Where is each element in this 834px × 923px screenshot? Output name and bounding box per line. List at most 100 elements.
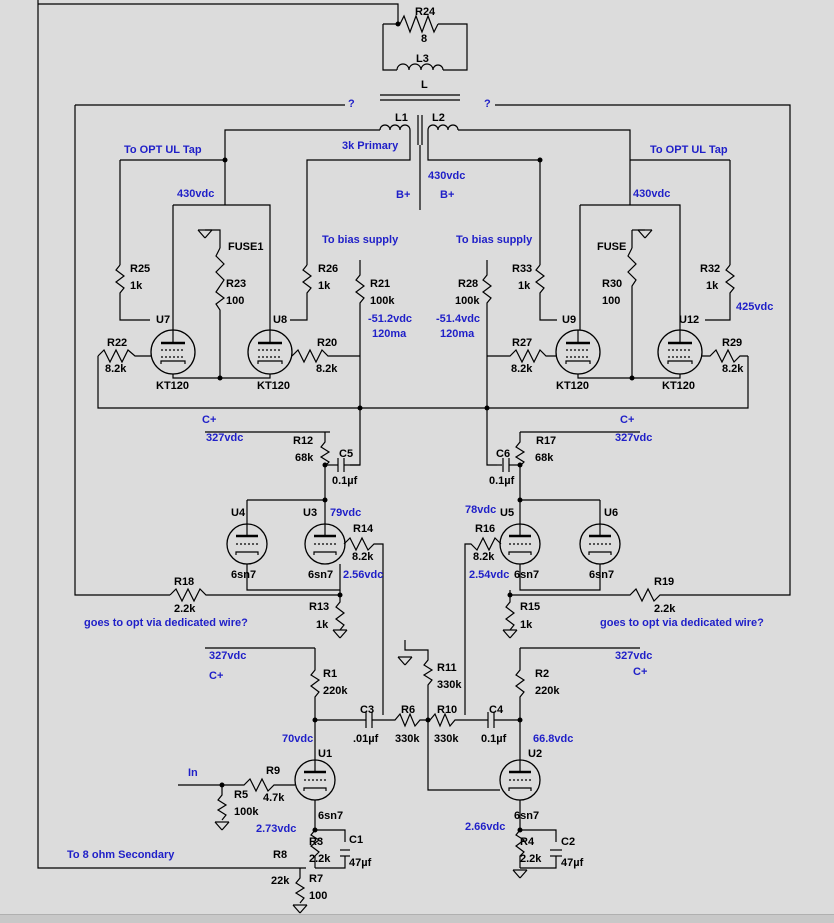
label-r9v: 4.7k (263, 792, 285, 804)
label-r22v: 8.2k (105, 363, 127, 375)
label-ull: To OPT UL Tap (124, 144, 202, 156)
label-r11v: 330k (437, 679, 462, 691)
label-r28v: 100k (455, 295, 480, 307)
status-strip (0, 914, 834, 923)
label-ma2: 120ma (440, 328, 475, 340)
label-bsr: To bias supply (456, 234, 533, 246)
label-sn1: 6sn7 (231, 569, 256, 581)
label-q1: ? (348, 98, 355, 110)
label-c6: C6 (496, 448, 510, 460)
label-r26: R26 (318, 263, 338, 275)
label-v266: 2.66vdc (465, 821, 505, 833)
label-optl: goes to opt via dedicated wire? (84, 617, 248, 629)
output-stage-right (482, 204, 748, 466)
label-u6: U6 (604, 507, 618, 519)
label-c5: C5 (339, 448, 353, 460)
label-r33v: 1k (518, 280, 531, 292)
label-r12v: 68k (295, 452, 314, 464)
label-r4v: 2.2k (520, 853, 542, 865)
label-r17: R17 (536, 435, 556, 447)
label-v327r2: 327vdc (615, 650, 652, 662)
label-r20v: 8.2k (316, 363, 338, 375)
label-optr: goes to opt via dedicated wire? (600, 617, 764, 629)
label-r32: R32 (700, 263, 720, 275)
label-kt4: KT120 (662, 380, 695, 392)
label-r18v: 2.2k (174, 603, 196, 615)
label-v70: 70vdc (282, 733, 313, 745)
label-l3: L3 (416, 53, 429, 65)
label-sn6: 6sn7 (514, 810, 539, 822)
label-r22: R22 (107, 337, 127, 349)
label-v256: 2.56vdc (343, 569, 383, 581)
label-r13v: 1k (316, 619, 329, 631)
label-r23: R23 (226, 278, 246, 290)
label-bp2: B+ (440, 189, 454, 201)
label-r20: R20 (317, 337, 337, 349)
label-u5: U5 (500, 507, 514, 519)
label-c6v: 0.1µf (489, 475, 515, 487)
label-kt1: KT120 (156, 380, 189, 392)
label-r19v: 2.2k (654, 603, 676, 615)
label-r8v: 22k (271, 875, 290, 887)
label-v327l2: 327vdc (209, 650, 246, 662)
label-fuse1: FUSE1 (228, 241, 263, 253)
label-c1: C1 (349, 834, 363, 846)
label-ulr: To OPT UL Tap (650, 144, 728, 156)
label-r30: R30 (602, 278, 622, 290)
label-r19: R19 (654, 576, 674, 588)
label-r15v: 1k (520, 619, 533, 631)
label-r25: R25 (130, 263, 150, 275)
label-r13: R13 (309, 601, 329, 613)
label-v430r: 430vdc (633, 188, 670, 200)
label-u8: U8 (273, 314, 287, 326)
label-l3v: L (421, 79, 428, 91)
label-v254: 2.54vdc (469, 569, 509, 581)
label-r1v: 220k (323, 685, 348, 697)
label-v430l: 430vdc (177, 188, 214, 200)
label-u12: U12 (679, 314, 699, 326)
label-u7: U7 (156, 314, 170, 326)
label-r24: R24 (415, 6, 436, 18)
secondary-loop (37, 0, 468, 869)
primary-coils (74, 104, 791, 596)
label-c2v: 47µf (561, 857, 584, 869)
label-cpl: C+ (202, 414, 216, 426)
label-q2: ? (484, 98, 491, 110)
label-r25v: 1k (130, 280, 143, 292)
label-bsl: To bias supply (322, 234, 399, 246)
label-r12: R12 (293, 435, 313, 447)
label-l2: L2 (432, 112, 445, 124)
output-stage-left (97, 204, 749, 466)
label-u1: U1 (318, 748, 332, 760)
label-r29v: 8.2k (722, 363, 744, 375)
label-r28: R28 (458, 278, 478, 290)
label-sn4: 6sn7 (589, 569, 614, 581)
label-r15: R15 (520, 601, 540, 613)
label-u9: U9 (562, 314, 576, 326)
label-r6v: 330k (395, 733, 420, 745)
label-r16: R16 (475, 523, 495, 535)
label-vneg1: -51.2vdc (368, 313, 412, 325)
label-sn2: 6sn7 (308, 569, 333, 581)
label-r2: R2 (535, 668, 549, 680)
label-c5v: 0.1µf (332, 475, 358, 487)
label-ma1: 120ma (372, 328, 407, 340)
label-r6: R6 (401, 704, 415, 716)
label-r4: R4 (520, 836, 535, 848)
label-v327r: 327vdc (615, 432, 652, 444)
label-r29: R29 (722, 337, 742, 349)
label-bp1: B+ (396, 189, 410, 201)
label-r2v: 220k (535, 685, 560, 697)
label-prim: 3k Primary (342, 140, 399, 152)
junction-dots (217, 21, 635, 833)
label-cp3: C+ (209, 670, 223, 682)
label-r7v: 100 (309, 890, 327, 902)
label-r5v: 100k (234, 806, 259, 818)
label-r17v: 68k (535, 452, 554, 464)
label-in: In (188, 767, 198, 779)
input-stage (178, 640, 640, 914)
label-r26v: 1k (318, 280, 331, 292)
label-r14: R14 (353, 523, 374, 535)
label-u3: U3 (303, 507, 317, 519)
label-r27: R27 (512, 337, 532, 349)
